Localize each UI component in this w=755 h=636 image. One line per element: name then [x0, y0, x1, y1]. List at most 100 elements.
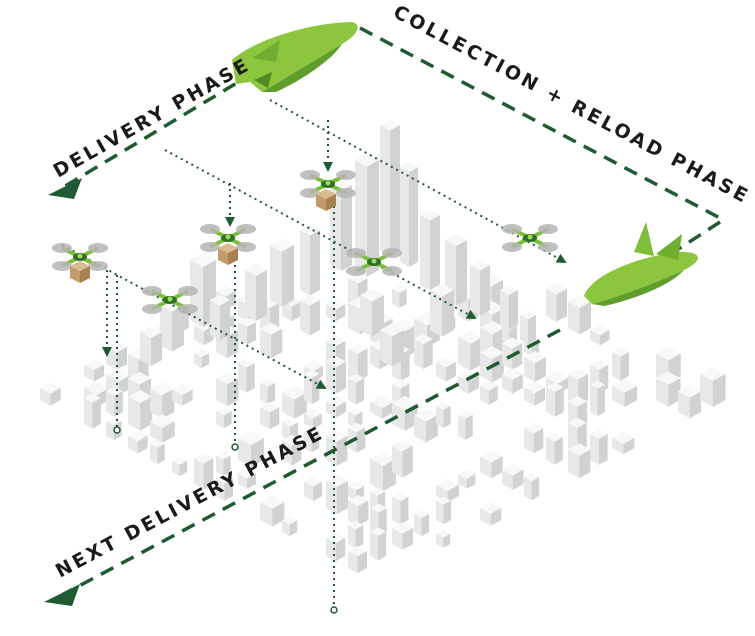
building-icon: [656, 371, 681, 407]
building-icon: [238, 358, 255, 393]
building-icon: [260, 401, 280, 430]
building-icon: [282, 417, 299, 441]
building-icon: [568, 295, 592, 335]
building-icon: [106, 416, 122, 441]
building-icon: [326, 429, 348, 466]
building-icon: [106, 340, 128, 370]
building-icon: [502, 368, 523, 394]
building-icon: [360, 288, 384, 337]
building-icon: [128, 389, 153, 431]
building-icon: [392, 492, 409, 525]
building-icon: [40, 382, 61, 406]
building-icon: [392, 396, 418, 432]
building-icon: [238, 317, 256, 345]
building-icon: [326, 356, 346, 394]
building-icon: [348, 373, 365, 405]
route-line: [269, 99, 567, 263]
building-icon: [282, 434, 302, 466]
building-icon: [326, 532, 346, 562]
building-icon: [612, 378, 638, 407]
building-icon: [370, 527, 387, 561]
building-icon: [160, 298, 184, 352]
building-icon: [414, 333, 433, 370]
building-icon: [348, 407, 363, 428]
building-icon: [150, 381, 175, 419]
building-icon: [678, 385, 702, 419]
building-icon: [524, 472, 540, 501]
building-icon: [436, 478, 460, 503]
building-icon: [520, 310, 536, 345]
building-icon: [524, 422, 544, 454]
building-icon: [245, 263, 267, 322]
drop-point: [113, 426, 121, 434]
delivery-arrowhead-icon: [48, 178, 82, 199]
building-icon: [436, 401, 451, 429]
building-icon: [216, 451, 231, 477]
building-icon: [480, 380, 498, 405]
building-icon: [590, 429, 608, 465]
building-icon: [502, 463, 524, 490]
building-icon: [524, 381, 546, 406]
building-icon: [260, 495, 285, 527]
next-delivery-arrowhead-icon: [44, 584, 80, 606]
building-icon: [84, 359, 105, 382]
building-icon: [392, 284, 407, 309]
building-icon: [300, 224, 320, 296]
building-icon: [326, 299, 346, 322]
drop-point: [231, 443, 239, 451]
building-icon: [140, 325, 162, 367]
building-icon: [420, 209, 440, 291]
building-icon: [270, 238, 294, 307]
building-icon: [470, 259, 490, 316]
building-icon: [128, 430, 148, 454]
building-icon: [348, 520, 364, 549]
building-icon: [546, 282, 568, 322]
building-icon: [458, 330, 483, 371]
building-icon: [590, 380, 606, 417]
building-icon: [414, 509, 430, 537]
building-icon: [216, 474, 234, 501]
building-icon: [546, 382, 564, 417]
next-delivery-phase-label: NEXT DELIVERY PHASE: [52, 422, 328, 583]
package-icon: [218, 243, 238, 265]
building-icon: [348, 545, 367, 574]
building-icon: [480, 501, 502, 526]
building-icon: [238, 468, 256, 489]
building-icon: [380, 119, 400, 256]
building-icon: [210, 294, 230, 341]
building-icon: [436, 496, 452, 525]
building-icon: [304, 426, 320, 453]
building-icon: [216, 406, 232, 429]
building-icon: [194, 452, 214, 490]
collection-phase-label: COLLECTION + RELOAD PHASE: [390, 1, 754, 208]
delivery-phase-label: DELIVERY PHASE: [50, 54, 255, 183]
building-icon: [172, 383, 193, 406]
building-icon: [458, 370, 479, 394]
building-icon: [216, 371, 239, 407]
building-icon: [546, 432, 563, 465]
building-icon: [380, 323, 404, 367]
building-icon: [436, 356, 456, 382]
building-icon: [304, 369, 320, 405]
building-icon: [84, 393, 101, 429]
building-icon: [260, 322, 283, 359]
building-icon: [370, 394, 395, 419]
building-icon: [458, 410, 473, 441]
building-icon: [282, 516, 298, 537]
drone-icon: [500, 222, 560, 254]
package-icon: [70, 261, 90, 283]
next-delivery-phase-path: [61, 328, 561, 597]
building-icon: [238, 431, 264, 468]
building-icon: [282, 385, 307, 419]
mothership-icon: [232, 22, 358, 92]
building-icon: [348, 343, 368, 382]
building-icon: [480, 449, 503, 479]
delivery-phase-path: [61, 70, 256, 190]
building-icon: [500, 285, 518, 330]
mothership-icon: [584, 222, 698, 306]
building-icon: [414, 408, 438, 443]
building-icon: [348, 494, 369, 526]
building-icon: [430, 283, 454, 337]
